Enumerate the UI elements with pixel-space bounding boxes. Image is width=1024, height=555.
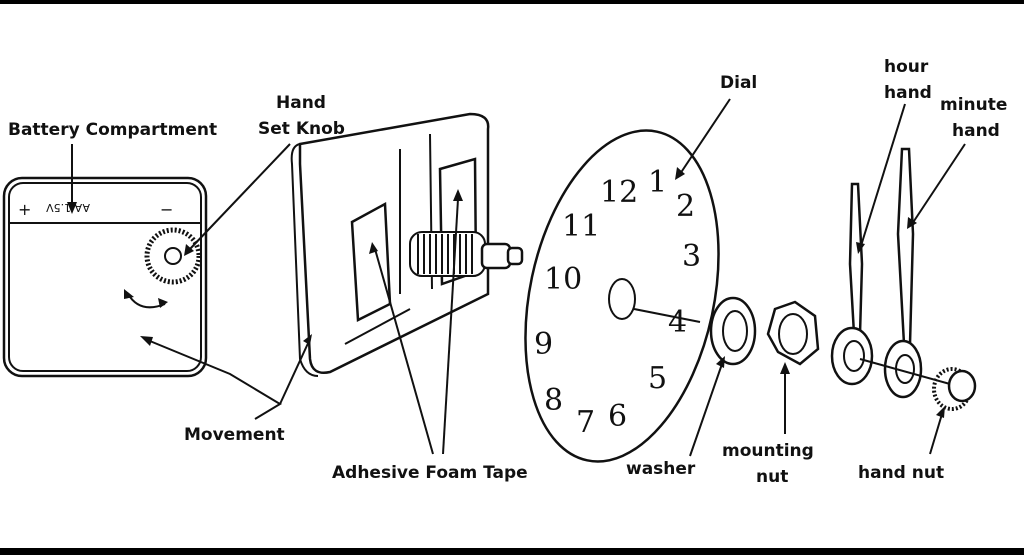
label-hand-set-knob-line1: Hand [276, 93, 326, 113]
dial-number-5: 5 [648, 361, 667, 396]
battery-minus: − [160, 200, 173, 219]
label-adhesive-foam-tape: Adhesive Foam Tape [332, 463, 528, 483]
leader-arrows [67, 98, 966, 457]
dial-number-7: 7 [576, 405, 595, 440]
label-mounting-nut-line1: mounting [722, 441, 814, 461]
label-battery-compartment: Battery Compartment [8, 120, 217, 140]
clock-movement-diagram: + − AA 1.5V 12 1 2 3 4 5 6 7 8 [0, 4, 1024, 548]
label-minute-hand-line1: minute [940, 95, 1007, 115]
battery-plus: + [18, 200, 31, 219]
movement-body [290, 112, 524, 377]
dial-number-3: 3 [682, 239, 701, 274]
battery-voltage: AA 1.5V [46, 201, 90, 214]
dial-number-12: 12 [600, 175, 638, 210]
dial-number-11: 11 [562, 209, 600, 244]
hand-nut [932, 367, 977, 411]
dial-face: 12 1 2 3 4 5 6 7 8 9 10 11 [524, 129, 720, 463]
mounting-nut [766, 300, 820, 366]
washer [709, 296, 757, 366]
dial-number-9: 9 [534, 327, 553, 362]
label-movement: Movement [184, 425, 285, 445]
movement-box: + − AA 1.5V [2, 176, 208, 378]
dial-number-6: 6 [608, 399, 627, 434]
hour-hand [830, 182, 874, 386]
dial-number-1: 1 [648, 165, 667, 200]
dial-number-2: 2 [676, 189, 695, 224]
threaded-shaft [409, 231, 524, 277]
label-hour-hand-line2: hand [884, 83, 932, 103]
label-hand-set-knob-line2: Set Knob [258, 119, 345, 139]
label-washer: washer [626, 459, 696, 479]
label-dial: Dial [720, 73, 757, 93]
dial-number-4: 4 [668, 305, 687, 340]
label-mounting-nut-line2: nut [756, 467, 788, 487]
diagram-svg: + − AA 1.5V 12 1 2 3 4 5 6 7 8 [2, 57, 1007, 487]
label-hour-hand-line1: hour [884, 57, 929, 77]
label-hand-nut: hand nut [858, 463, 944, 483]
minute-hand [883, 147, 923, 399]
dial-number-10: 10 [544, 262, 582, 297]
dial-number-8: 8 [544, 383, 563, 418]
label-minute-hand-line2: hand [952, 121, 1000, 141]
